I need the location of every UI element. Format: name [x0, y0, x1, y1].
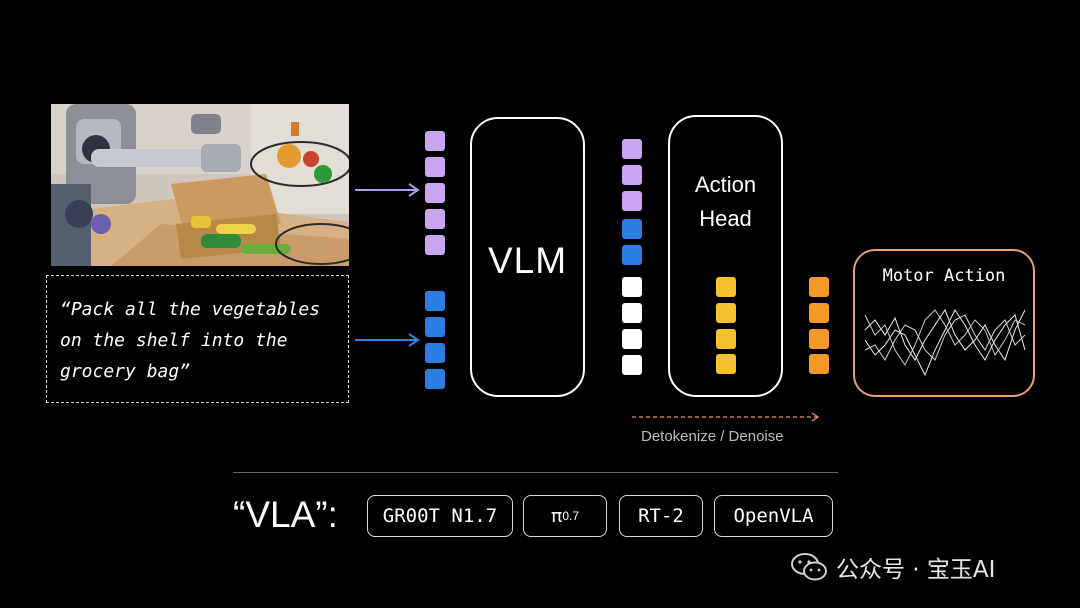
motor-token: [809, 277, 829, 297]
wechat-icon: [791, 553, 827, 581]
text-token: [425, 291, 445, 311]
action-token: [716, 303, 736, 323]
vlm-output-token: [622, 277, 642, 297]
vlm-output-token: [622, 245, 642, 265]
image-token: [425, 157, 445, 177]
motor-token: [809, 354, 829, 374]
action-head-line-1: Action: [694, 172, 757, 197]
action-token: [716, 354, 736, 374]
watermark-text: 公众号 · 宝玉AI: [836, 557, 996, 583]
motor-trajectory-plot: [864, 308, 1026, 377]
vlm-output-token: [622, 355, 642, 375]
motor-token: [809, 303, 829, 323]
motor-action-box: [853, 249, 1035, 397]
image-token: [425, 183, 445, 203]
text-token: [425, 317, 445, 337]
vlm-output-token: [622, 303, 642, 323]
detokenize-arrow: [632, 412, 820, 422]
model-chip-gr00t: GR00T N1.7: [367, 495, 513, 537]
vlm-block: [470, 117, 585, 397]
image-token: [425, 131, 445, 151]
robot-photo: [51, 104, 349, 266]
vlm-output-token: [622, 219, 642, 239]
image-token: [425, 209, 445, 229]
image-token: [425, 235, 445, 255]
motor-token: [809, 329, 829, 349]
text-arrow: [355, 333, 420, 347]
action-head-line-2: Head: [699, 206, 752, 231]
divider-line: [233, 472, 838, 473]
vlm-label: VLM: [487, 240, 568, 281]
action-head-block: [668, 115, 783, 397]
instruction-line-2: on the shelf into the: [60, 330, 288, 351]
detokenize-label: Detokenize / Denoise: [641, 428, 784, 445]
instruction-line-1: “Pack all the vegetables: [60, 299, 321, 320]
action-token: [716, 329, 736, 349]
vlm-output-token: [622, 165, 642, 185]
vlm-output-token: [622, 329, 642, 349]
vlm-output-token: [622, 191, 642, 211]
pi-symbol: π: [550, 505, 563, 527]
image-arrow: [355, 183, 420, 197]
vla-label: “VLA”:: [233, 494, 338, 535]
model-chip-rt2: RT-2: [619, 495, 703, 537]
action-token: [716, 277, 736, 297]
instruction-text-box: “Pack all the vegetables on the shelf in…: [46, 275, 349, 403]
vlm-output-token: [622, 139, 642, 159]
model-chip-openvla: OpenVLA: [714, 495, 833, 537]
text-token: [425, 369, 445, 389]
instruction-line-3: grocery bag”: [60, 361, 191, 382]
text-token: [425, 343, 445, 363]
pi-subscript: 0.7: [562, 509, 580, 523]
motor-action-label: Motor Action: [882, 266, 1006, 286]
action-head-label: Action Head: [668, 168, 783, 236]
watermark: 公众号 · 宝玉AI: [790, 550, 995, 584]
